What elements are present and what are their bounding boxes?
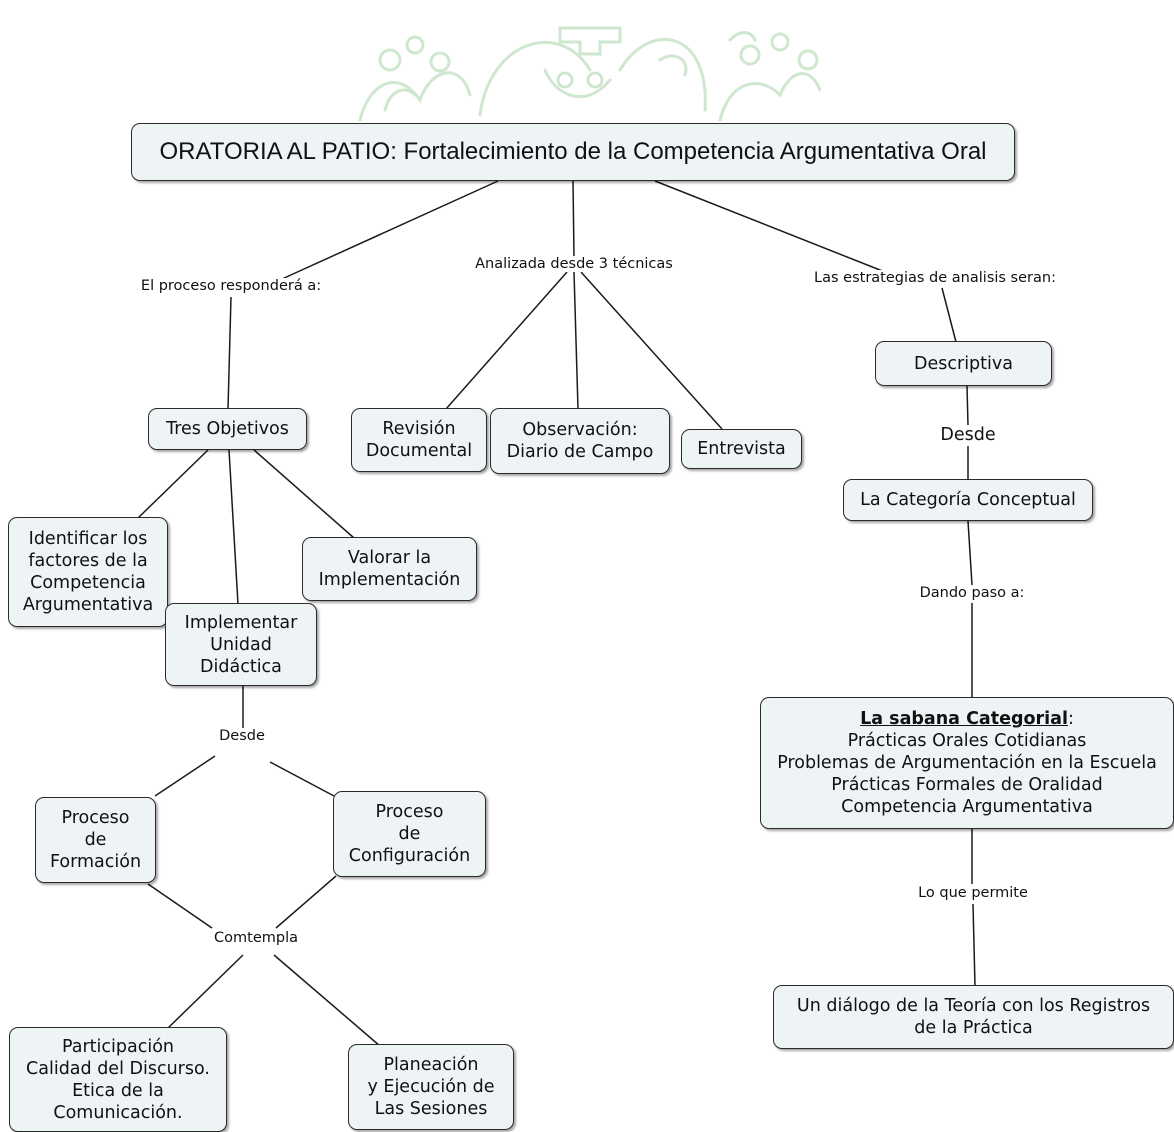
node-implementar: Implementar Unidad Didáctica [165, 603, 317, 686]
sabana-item: Prácticas Orales Cotidianas [847, 731, 1087, 751]
node-tres-objetivos: Tres Objetivos [148, 408, 307, 450]
node-revision: Revisión Documental [351, 408, 487, 472]
node-descriptiva: Descriptiva [875, 341, 1052, 386]
connector [972, 903, 976, 987]
link-label-lo-que-permite: Lo que permite [916, 885, 1030, 901]
link-label-estrategias: Las estrategias de analisis seran: [812, 270, 1058, 286]
connector [967, 520, 973, 586]
connector [269, 761, 335, 797]
connector [253, 449, 355, 539]
connector [137, 449, 209, 519]
node-planeacion: Planeación y Ejecución de Las Sesiones [348, 1044, 514, 1130]
connector [273, 954, 381, 1047]
node-dialogo: Un diálogo de la Teoría con los Registro… [773, 985, 1174, 1049]
node-identificar: Identificar los factores de la Competenc… [8, 517, 168, 627]
node-valorar: Valorar la Implementación [302, 537, 477, 601]
link-label-proceso: El proceso responderá a: [138, 278, 324, 294]
connector [580, 271, 723, 430]
connector [147, 883, 213, 929]
connector [654, 180, 886, 273]
link-label-analizada: Analizada desde 3 técnicas [473, 256, 675, 272]
connector [167, 954, 244, 1029]
link-label-dando-paso: Dando paso a: [917, 585, 1027, 601]
connector [572, 180, 575, 259]
node-proceso-formacion: Proceso de Formación [35, 797, 156, 883]
sabana-item: Problemas de Argumentación en la Escuela [777, 753, 1157, 773]
node-sabana-categorial: La sabana Categorial: Prácticas Orales C… [760, 697, 1174, 829]
connector [966, 385, 969, 427]
node-categoria-conceptual: La Categoría Conceptual [843, 479, 1093, 521]
sabana-item: Competencia Argumentativa [841, 797, 1093, 817]
connector [227, 296, 232, 410]
node-entrevista: Entrevista [681, 429, 802, 469]
main-title: ORATORIA AL PATIO: Fortalecimiento de la… [159, 138, 987, 165]
watermark-seal-icon [358, 26, 822, 122]
connector [573, 271, 579, 410]
connector [275, 875, 337, 929]
connector [445, 271, 568, 410]
link-label-comtempla: Comtempla [212, 930, 300, 946]
node-participacion: Participación Calidad del Discurso. Etic… [9, 1027, 227, 1132]
connector [941, 287, 957, 343]
connector [154, 755, 216, 797]
node-observacion: Observación: Diario de Campo [490, 408, 670, 474]
sabana-colon: : [1067, 709, 1074, 729]
main-title-node: ORATORIA AL PATIO: Fortalecimiento de la… [131, 123, 1015, 181]
sabana-heading: La sabana Categorial: [860, 708, 1074, 730]
link-label-desde-left: Desde [217, 728, 267, 744]
connector [228, 449, 239, 605]
sabana-item: Prácticas Formales de Oralidad [831, 775, 1103, 795]
connector [281, 180, 499, 280]
node-proceso-configuracion: Proceso de Configuración [333, 791, 486, 877]
sabana-title: La sabana Categorial [860, 709, 1068, 729]
link-label-desde-right: Desde [938, 425, 998, 445]
